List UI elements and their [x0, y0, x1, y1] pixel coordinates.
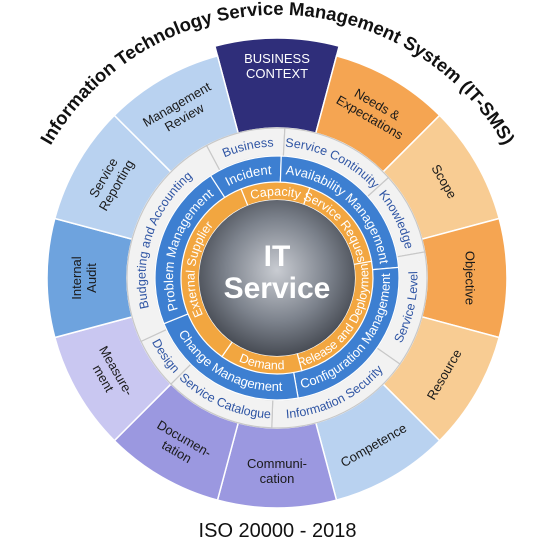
outer-label-objective: Objective: [463, 251, 478, 305]
inner-label-capacity: Capacity: [249, 184, 303, 202]
center-title-line1: IT: [264, 240, 291, 273]
center-hub: IT Service: [199, 200, 355, 356]
center-image-disc: [199, 200, 355, 356]
standard-footer: ISO 20000 - 2018: [198, 520, 357, 542]
outer-label-communi-cation: Communi-cation: [247, 456, 307, 486]
outer-label-internal-audit: InternalAudit: [69, 256, 99, 299]
center-title-line2: Service: [224, 272, 331, 305]
